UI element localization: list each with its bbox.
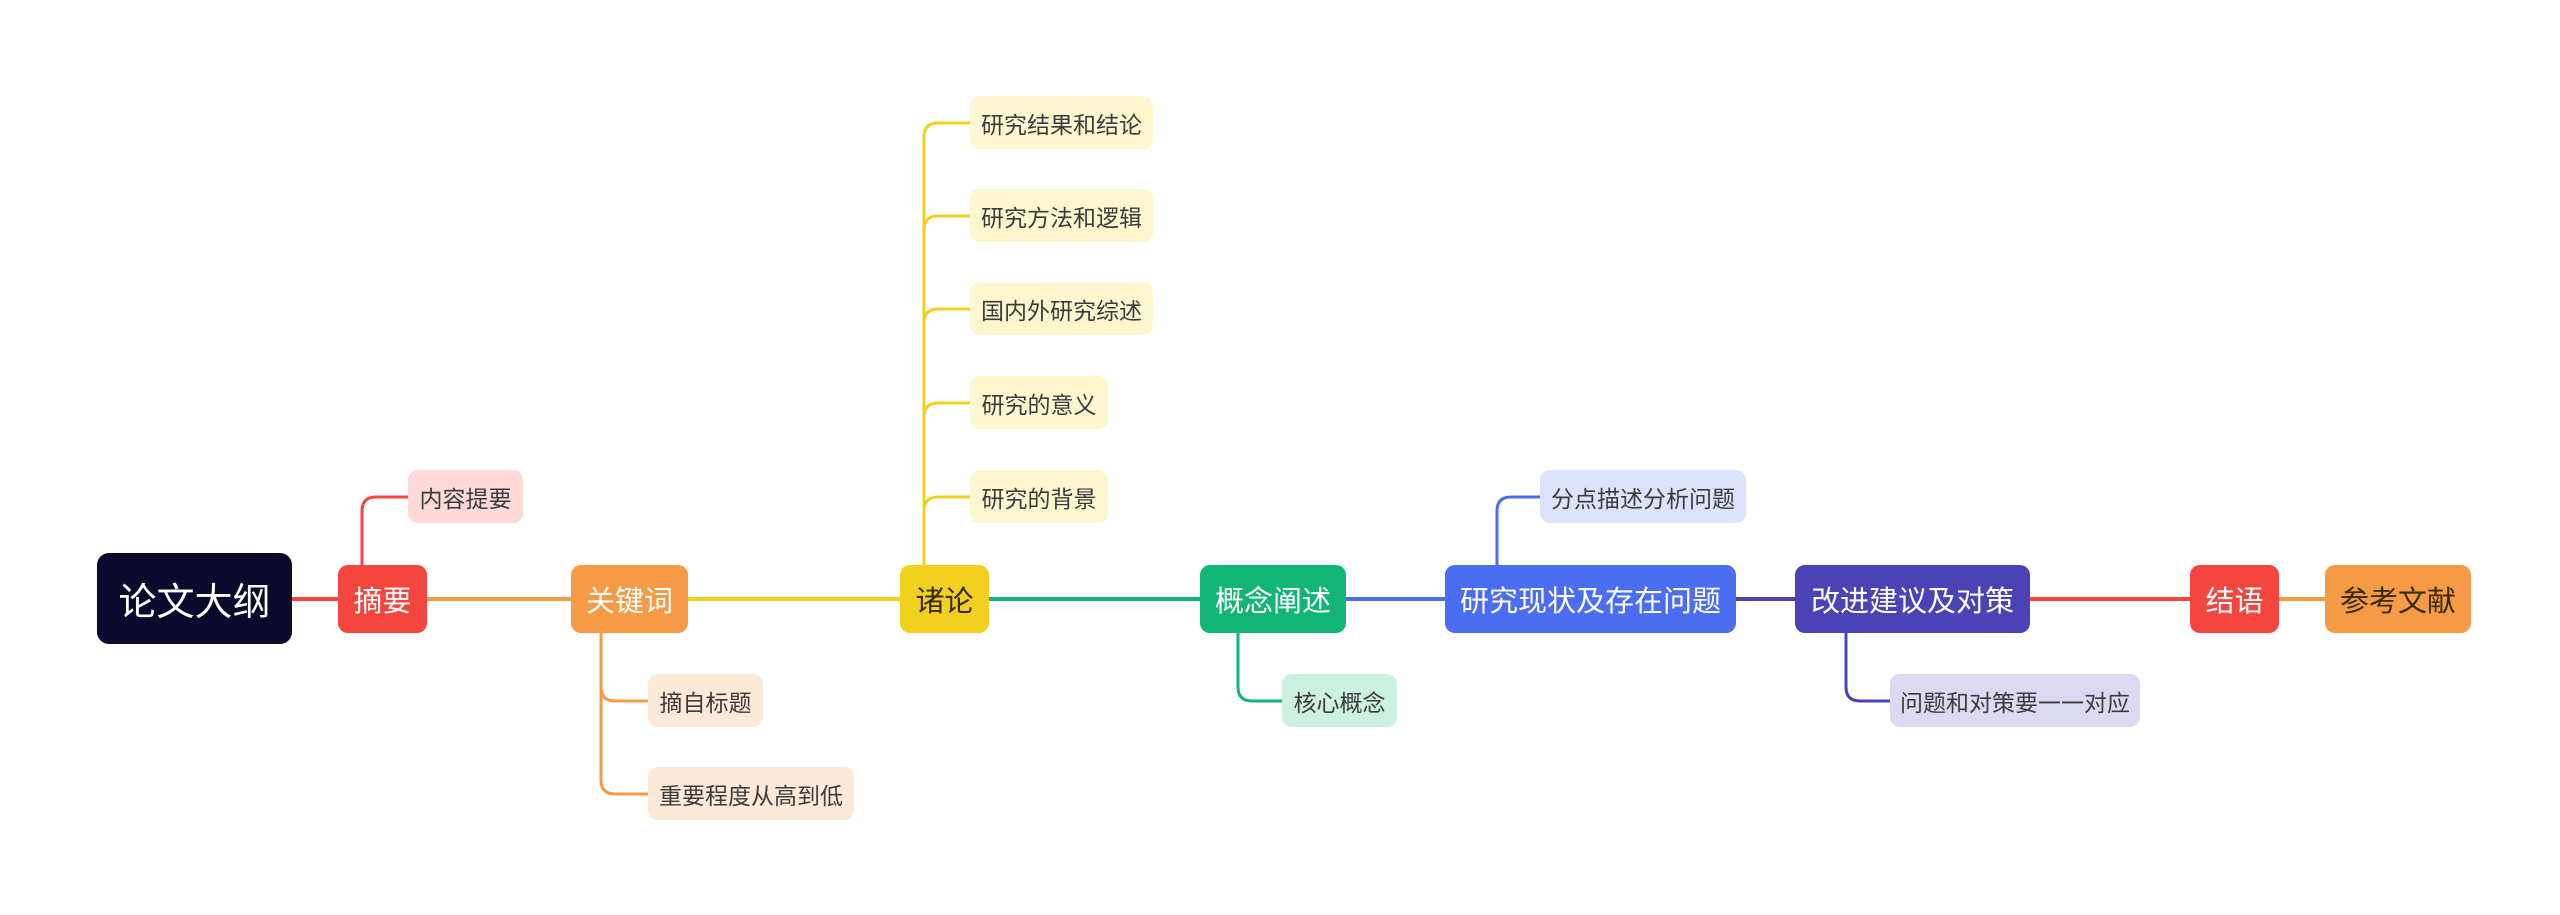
sub-methods-logic[interactable]: 研究方法和逻辑 <box>970 189 1153 242</box>
link-status-point-analysis <box>1495 495 1542 567</box>
link-abstract-summary <box>360 495 410 567</box>
node-current-status[interactable]: 研究现状及存在问题 <box>1445 565 1736 633</box>
node-references[interactable]: 参考文献 <box>2325 565 2471 633</box>
sub-literature-review[interactable]: 国内外研究综述 <box>970 282 1153 335</box>
node-conclusion[interactable]: 结语 <box>2190 565 2279 633</box>
link-introduction-child-4 <box>922 401 972 567</box>
sub-background[interactable]: 研究的背景 <box>970 470 1108 523</box>
link-suggestions-match <box>1844 631 1892 703</box>
node-concepts[interactable]: 概念阐述 <box>1200 565 1346 633</box>
link-keywords-importance <box>599 631 650 796</box>
link-concepts-core <box>1236 631 1284 703</box>
sub-core-concepts[interactable]: 核心概念 <box>1282 674 1397 727</box>
sub-results-conclusions[interactable]: 研究结果和结论 <box>970 96 1153 149</box>
node-introduction[interactable]: 诸论 <box>900 565 989 633</box>
root-node[interactable]: 论文大纲 <box>97 553 292 644</box>
sub-importance-order[interactable]: 重要程度从高到低 <box>648 767 854 820</box>
link-keywords-from-title <box>599 631 650 703</box>
node-abstract[interactable]: 摘要 <box>338 565 427 633</box>
node-keywords[interactable]: 关键词 <box>571 565 688 633</box>
link-introduction-child-5 <box>922 495 972 567</box>
sub-significance[interactable]: 研究的意义 <box>970 376 1108 429</box>
link-introduction-child-2 <box>922 214 972 567</box>
sub-problem-solution-match[interactable]: 问题和对策要一一对应 <box>1890 674 2140 727</box>
link-introduction-child-3 <box>922 307 972 567</box>
sub-from-title[interactable]: 摘自标题 <box>648 674 763 727</box>
sub-content-summary[interactable]: 内容提要 <box>408 470 523 523</box>
link-introduction-child-1 <box>922 121 972 567</box>
node-suggestions[interactable]: 改进建议及对策 <box>1795 565 2030 633</box>
sub-point-analysis[interactable]: 分点描述分析问题 <box>1540 470 1746 523</box>
